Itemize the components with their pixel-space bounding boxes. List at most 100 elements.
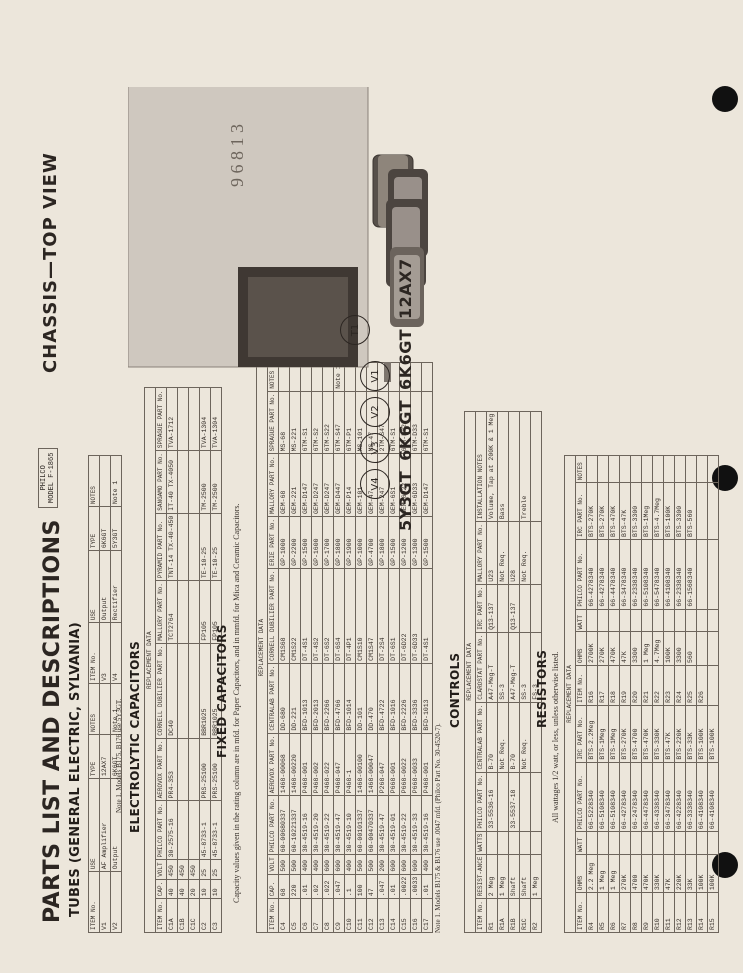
table-cell: 66-2338340 — [630, 539, 642, 610]
table-cell: C15 — [399, 898, 411, 933]
table-cell — [630, 455, 642, 483]
table-cell: CM1S68 — [278, 568, 290, 664]
table-cell: A47-Meg-T — [508, 632, 520, 703]
callout-v3: V3 — [360, 433, 390, 463]
table-cell: Not Req. — [497, 702, 509, 773]
table-cell: 6TM-S47 — [333, 391, 345, 454]
table-cell: 1468-00100 — [355, 733, 367, 796]
table-cell: BFD-1013 — [300, 663, 312, 734]
controls-header-cell: ITEM No. — [475, 898, 487, 933]
resistors-header-cell: OHMS — [575, 631, 587, 666]
table-cell: A47-Meg-T — [486, 632, 498, 703]
table-cell: P668-0022 — [399, 733, 411, 796]
table-cell: C1C — [188, 898, 200, 933]
table-cell: TVA-1304 — [199, 387, 211, 451]
table-cell: 20 — [188, 879, 200, 899]
tubes-header-cell: ITEM No. — [88, 871, 100, 933]
table-cell: R10 — [652, 892, 664, 933]
table-cell: 600 — [410, 854, 422, 875]
resistors-header-cell: ITEM No. — [575, 892, 587, 933]
table-cell — [641, 455, 653, 483]
table-cell: 30-4519-22 — [399, 795, 411, 855]
table-cell: 100K — [696, 854, 708, 893]
resistors-header-cell: WATT — [575, 609, 587, 632]
table-cell: Note 1 — [110, 455, 122, 507]
electrolytic-header-cell: CAP. — [155, 879, 167, 899]
table-cell: 68 — [278, 874, 290, 899]
table-cell: R26 — [696, 665, 708, 706]
table-cell: DD-221 — [289, 663, 301, 734]
table-cell: TE-10-25 — [210, 513, 222, 581]
table-cell: 500 — [355, 854, 367, 875]
table-cell: TM-2500 — [210, 450, 222, 514]
table-cell: .1 — [344, 874, 356, 899]
controls-header-cell: CENTRALAB PART No. — [475, 702, 487, 773]
table-cell: GEM-D247 — [322, 453, 334, 517]
tube-label-v2: 6K6GT — [396, 329, 415, 390]
table-cell: R21 — [641, 665, 653, 706]
table-cell: C11 — [355, 898, 367, 933]
table-cell: CM1S22 — [289, 568, 301, 664]
table-cell: BTS-33K — [685, 705, 697, 763]
table-cell: R9 — [641, 892, 653, 933]
electrolytic-header-cell: ITEM No. — [155, 898, 167, 933]
table-cell: 400 — [300, 854, 312, 875]
table-cell: 66-3338340 — [685, 762, 697, 832]
table-cell: PR4-353 — [166, 738, 178, 801]
controls-header-cell: INSTALLATION NOTES — [475, 411, 487, 522]
table-cell: 30-4519-01 — [388, 795, 400, 855]
table-cell: 6TM-S2 — [311, 391, 323, 454]
fixed-header-cell: PHILCO PART No. — [267, 795, 279, 855]
resistors-header-cell: NOTES — [575, 455, 587, 483]
table-cell: Shaft — [508, 854, 520, 899]
callout-t1-label: T1 — [349, 323, 361, 337]
table-cell: 1 Meg — [497, 854, 509, 899]
table-cell: 2.2 Meg — [586, 854, 598, 893]
table-cell: Not Req. — [519, 702, 531, 773]
table-cell — [608, 831, 620, 855]
table-cell: C17 — [421, 898, 433, 933]
table-cell: IT-40 TX-4050 — [166, 450, 178, 514]
table-cell: 47K — [619, 631, 631, 666]
table-cell: C7 — [311, 898, 323, 933]
table-cell — [188, 643, 200, 739]
table-cell — [177, 580, 189, 644]
table-cell — [674, 609, 686, 632]
table-cell: 45-8733-1 — [199, 800, 211, 860]
table-cell: V1 — [99, 871, 111, 933]
table-cell: V3 — [99, 622, 111, 684]
table-cell — [707, 631, 719, 666]
tubes-header-cell: USE — [88, 550, 100, 623]
table-cell: .01 — [300, 874, 312, 899]
table-cell: 66-4278340 — [586, 539, 598, 610]
table-cell: V4 — [110, 622, 122, 684]
resistors-heading: RESISTORS — [535, 649, 549, 728]
table-cell — [685, 455, 697, 483]
table-cell: BTS-2.2Meg — [586, 705, 598, 763]
fixed-replacement-heading: REPLACEMENT DATA — [256, 362, 268, 933]
table-cell: 66-4278340 — [619, 762, 631, 832]
controls-header-cell: IRC PART No. — [475, 584, 487, 633]
table-cell: DT-6S4 — [333, 568, 345, 664]
table-cell: 60-00680337 — [278, 795, 290, 855]
table-cell: 66-4338340 — [652, 762, 664, 832]
table-cell: .0022 — [399, 874, 411, 899]
fixed-header-cell: CENTRALAB PART No. — [267, 663, 279, 734]
table-cell: P468-022 — [322, 733, 334, 796]
table-cell: Output — [99, 550, 111, 623]
table-cell: 1 Meg — [530, 854, 542, 899]
table-cell — [630, 609, 642, 632]
table-cell: R23 — [663, 665, 675, 706]
table-cell — [696, 482, 708, 540]
table-cell: 66-4108340 — [707, 762, 719, 832]
